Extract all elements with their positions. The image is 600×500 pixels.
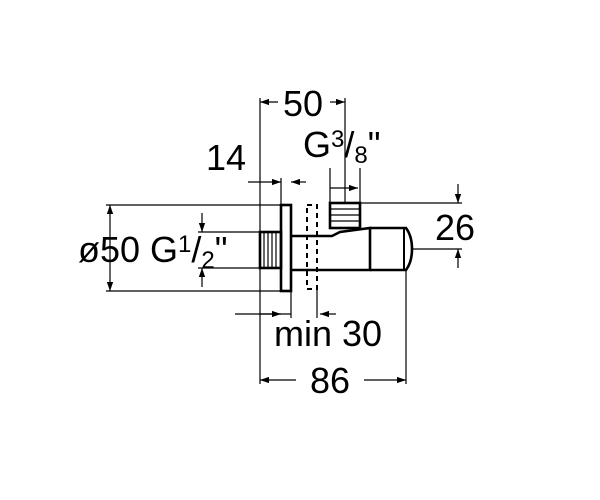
valve-outline: [258, 201, 414, 293]
dim-outlet-height: 26: [360, 184, 475, 268]
outlet-height-label: 26: [435, 207, 475, 248]
wall-offset-label: 14: [206, 137, 246, 178]
dim-top-length: 50: [259, 83, 346, 232]
outlet-thread-label: G3/8": [303, 124, 381, 169]
top-length-label: 50: [283, 83, 323, 124]
dim-min-depth: min 30: [235, 289, 382, 354]
flange-diameter-label: ø50 G1/2": [78, 229, 228, 274]
dim-wall-offset: 14: [206, 137, 306, 205]
valve-body: [291, 226, 372, 272]
inlet-thread: [258, 230, 283, 270]
wall-flange: [279, 203, 293, 293]
dim-outlet-thread: G3/8": [303, 124, 381, 203]
valve-handle: [370, 226, 414, 272]
dim-total-length: 86: [259, 268, 407, 401]
total-length-label: 86: [310, 360, 350, 401]
dim-flange-diameter: ø50 G1/2": [78, 204, 281, 292]
min-depth-label: min 30: [274, 313, 382, 354]
wall-plane-dashed: [306, 204, 318, 290]
